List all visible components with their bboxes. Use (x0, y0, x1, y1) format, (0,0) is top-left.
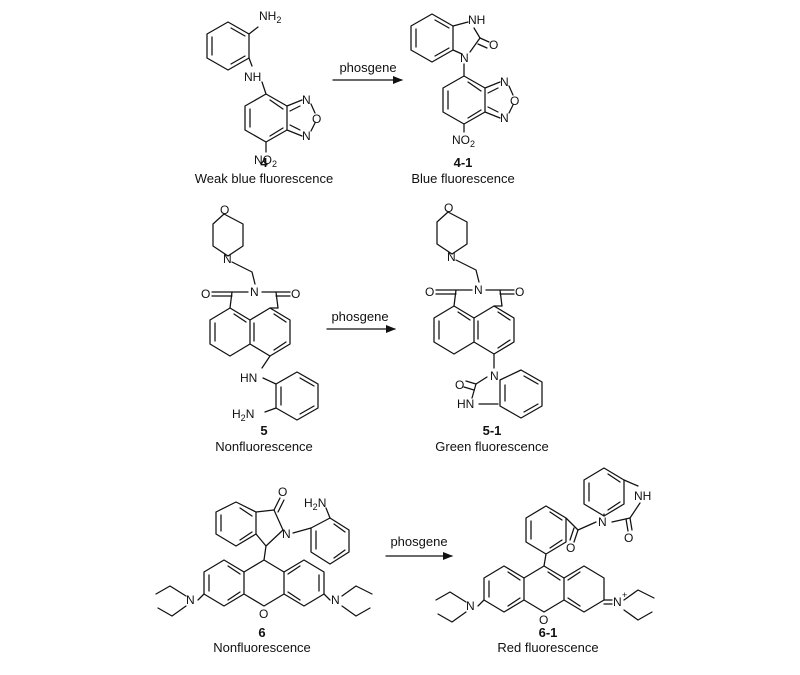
atom-o-4-1: O (489, 38, 498, 52)
compound-5-structure: O N N O O HN H2N (201, 203, 319, 423)
atom-o-carbonyl-6-1: O (566, 541, 575, 555)
atom-h2n-6: H2N (304, 496, 326, 512)
atom-nh-linker: NH (244, 70, 261, 84)
atom-o-xanthene-6: O (259, 607, 268, 621)
atom-n-left-6: N (186, 593, 195, 607)
atom-o-left-5-1: O (425, 285, 434, 299)
atom-n-imide-5: N (250, 285, 259, 299)
atom-n-4-1-lower: N (500, 111, 509, 125)
compound-4-1-id: 4-1 (454, 155, 473, 170)
charge-plus-6-1: + (622, 590, 627, 600)
reaction-3-reagent: phosgene (390, 534, 447, 549)
atom-nh-6-1: NH (634, 489, 651, 503)
atom-n-morpholine-5-1: N (447, 250, 456, 264)
atom-nh2: NH2 (259, 9, 281, 25)
atom-o-imid-6-1: O (624, 531, 633, 545)
compound-4-1-caption: Blue fluorescence (411, 171, 514, 186)
compound-6-structure: O N H2N O N N (155, 485, 373, 621)
atom-n-upper: N (302, 93, 311, 107)
atom-o-morpholine-5-1: O (444, 201, 453, 215)
atom-n-benzimidazolone-5-1: N (490, 369, 499, 383)
compound-5-1-id: 5-1 (483, 423, 502, 438)
atom-o-xanthene-6-1: O (539, 613, 548, 627)
atom-o-right-5: O (291, 287, 300, 301)
atom-h2n-5: H2N (232, 407, 254, 423)
compound-6-1-id: 6-1 (539, 625, 558, 640)
compound-6-1-caption: Red fluorescence (497, 640, 598, 655)
compound-5-caption: Nonfluorescence (215, 439, 313, 454)
atom-o-morpholine-5: O (220, 203, 229, 217)
atom-n-6: N (282, 527, 291, 541)
atom-o-4-1-furazan: O (510, 94, 519, 108)
compound-4-id: 4 (260, 155, 268, 170)
reaction-2-reagent: phosgene (331, 309, 388, 324)
atom-no2-4-1: NO2 (452, 133, 475, 149)
atom-n-morpholine-5: N (223, 252, 232, 266)
atom-n-imide-5-1: N (474, 283, 483, 297)
compound-6-id: 6 (258, 625, 265, 640)
atom-hn-5: HN (240, 371, 257, 385)
compound-4-1-structure: NH O N N N O NO2 (410, 13, 519, 149)
atom-o-furazan: O (312, 112, 321, 126)
atom-n-imid-6-1: N (598, 515, 607, 529)
compound-4-structure: NH2 NH N N O NO2 (206, 9, 321, 169)
atom-o-6: O (278, 485, 287, 499)
atom-n-4-1: N (460, 51, 469, 65)
atom-o-5-1: O (455, 378, 464, 392)
compound-4-caption: Weak blue fluorescence (195, 171, 334, 186)
compound-5-1-structure: O N N O O N O HN (425, 201, 543, 419)
atom-hn-5-1: HN (457, 397, 474, 411)
atom-n-4-1-upper: N (500, 75, 509, 89)
atom-n-right-6-1: N (613, 595, 622, 609)
atom-o-right-5-1: O (515, 285, 524, 299)
atom-n-lower: N (302, 129, 311, 143)
atom-no2: NO2 (254, 153, 277, 169)
compound-6-1-structure: NH O N O O N N + (435, 467, 655, 627)
atom-n-left-6-1: N (466, 599, 475, 613)
compound-6-caption: Nonfluorescence (213, 640, 311, 655)
reaction-1-reagent: phosgene (339, 60, 396, 75)
atom-o-left-5: O (201, 287, 210, 301)
compound-5-1-caption: Green fluorescence (435, 439, 548, 454)
atom-n-right-6: N (331, 593, 340, 607)
compound-5-id: 5 (260, 423, 267, 438)
atom-nh-4-1: NH (468, 13, 485, 27)
